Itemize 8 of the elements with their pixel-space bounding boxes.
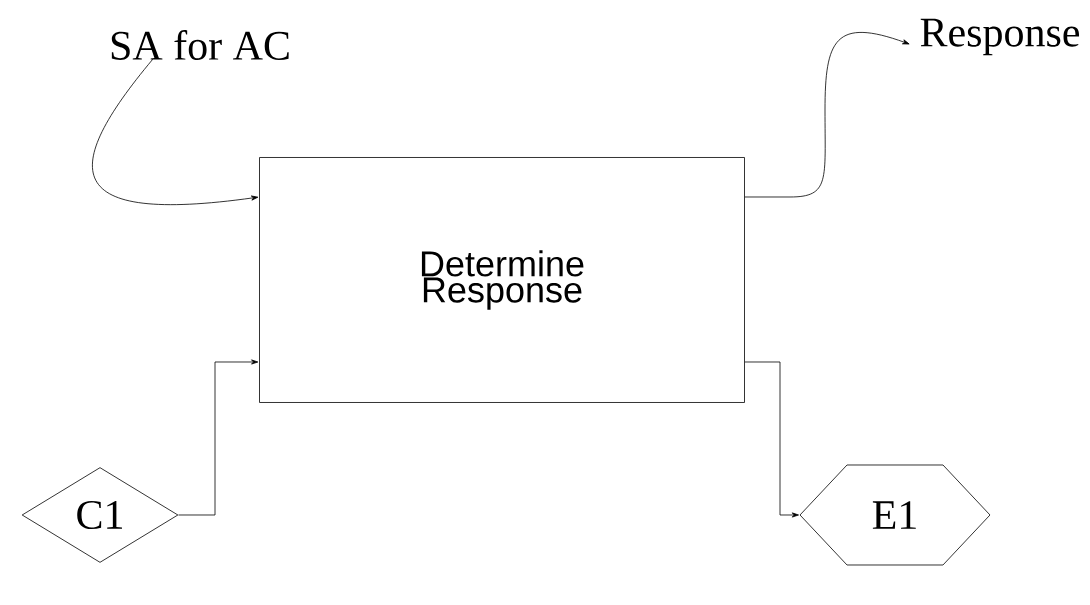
arrow — [744, 32, 910, 198]
arrow — [178, 359, 259, 516]
process-box: Determine Response — [259, 157, 745, 403]
arrow — [744, 361, 799, 518]
event-hexagon: E1 — [799, 464, 991, 566]
output-label: Response — [920, 18, 1080, 56]
input-label: SA for AC — [111, 30, 289, 60]
arrow — [92, 58, 259, 206]
